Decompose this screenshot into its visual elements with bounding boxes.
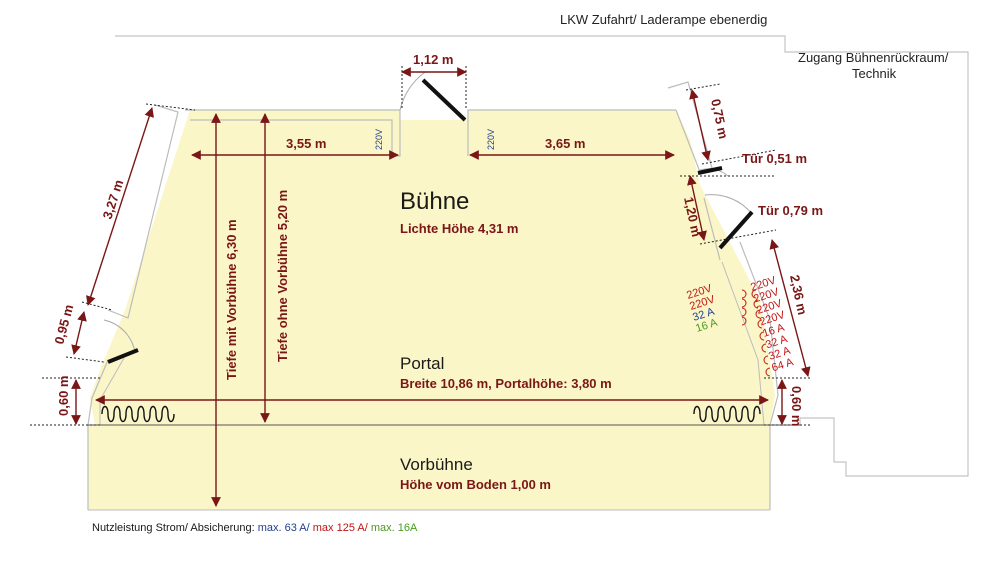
footer-blue: max. 63 A/	[257, 522, 310, 534]
dimension-lines	[71, 67, 811, 507]
dim-right-top: 0,75 m	[708, 98, 731, 141]
right-large-door-swing	[704, 194, 753, 215]
footer-green: max. 16A	[370, 522, 418, 534]
dim-door-small: Tür 0,51 m	[742, 151, 807, 166]
stage-title: Bühne	[400, 188, 469, 215]
dim-left-lower: 0,60 m	[56, 376, 71, 416]
left-door-leaf	[107, 348, 139, 364]
stage-clear-height: Lichte Höhe 4,31 m	[400, 221, 518, 236]
forestage-height: Höhe vom Boden 1,00 m	[400, 477, 551, 492]
footer-red: max 125 A/	[312, 522, 368, 534]
truck-access-label: LKW Zufahrt/ Laderampe ebenerdig	[560, 12, 767, 27]
portal-dimensions: Breite 10,86 m, Portalhöhe: 3,80 m	[400, 376, 612, 391]
back-right-outlet: 220V	[486, 129, 496, 150]
dim-door-top: 1,12 m	[413, 52, 453, 67]
dim-right-back: 3,65 m	[545, 136, 585, 151]
top-door-leaf	[421, 78, 467, 122]
dim-depth-without-forestage: Tiefe ohne Vorbühne 5,20 m	[275, 190, 290, 362]
footer-prefix: Nutzleistung Strom/ Absicherung:	[92, 522, 255, 534]
left-wall-lower	[87, 359, 109, 510]
forestage-area	[88, 425, 770, 510]
dim-depth-with-forestage: Tiefe mit Vorbühne 6,30 m	[224, 219, 239, 380]
portal-title: Portal	[400, 354, 444, 373]
right-large-door-leaf	[718, 210, 754, 250]
back-wall-right	[467, 109, 676, 156]
rear-access-label-line2: Technik	[852, 66, 897, 81]
dim-door-large: Tür 0,79 m	[758, 203, 823, 218]
forestage-title: Vorbühne	[400, 455, 473, 474]
power-footer: Nutzleistung Strom/ Absicherung: max. 63…	[92, 522, 417, 534]
back-left-outlet: 220V	[374, 129, 384, 150]
left-door-swing	[103, 319, 136, 353]
building-outline	[115, 35, 969, 477]
right-small-door-leaf	[697, 166, 723, 175]
dim-left-back: 3,55 m	[286, 136, 326, 151]
rear-access-label-line1: Zugang Bühnenrückraum/	[798, 50, 949, 65]
right-curtain	[693, 405, 761, 423]
left-curtain	[101, 405, 175, 423]
power-outlet-markers	[741, 289, 771, 377]
dim-right-lower: 0,60 m	[789, 386, 804, 426]
dim-left-door: 0,95 m	[51, 303, 76, 346]
extension-lines	[30, 66, 810, 426]
top-door-swing	[399, 71, 426, 111]
